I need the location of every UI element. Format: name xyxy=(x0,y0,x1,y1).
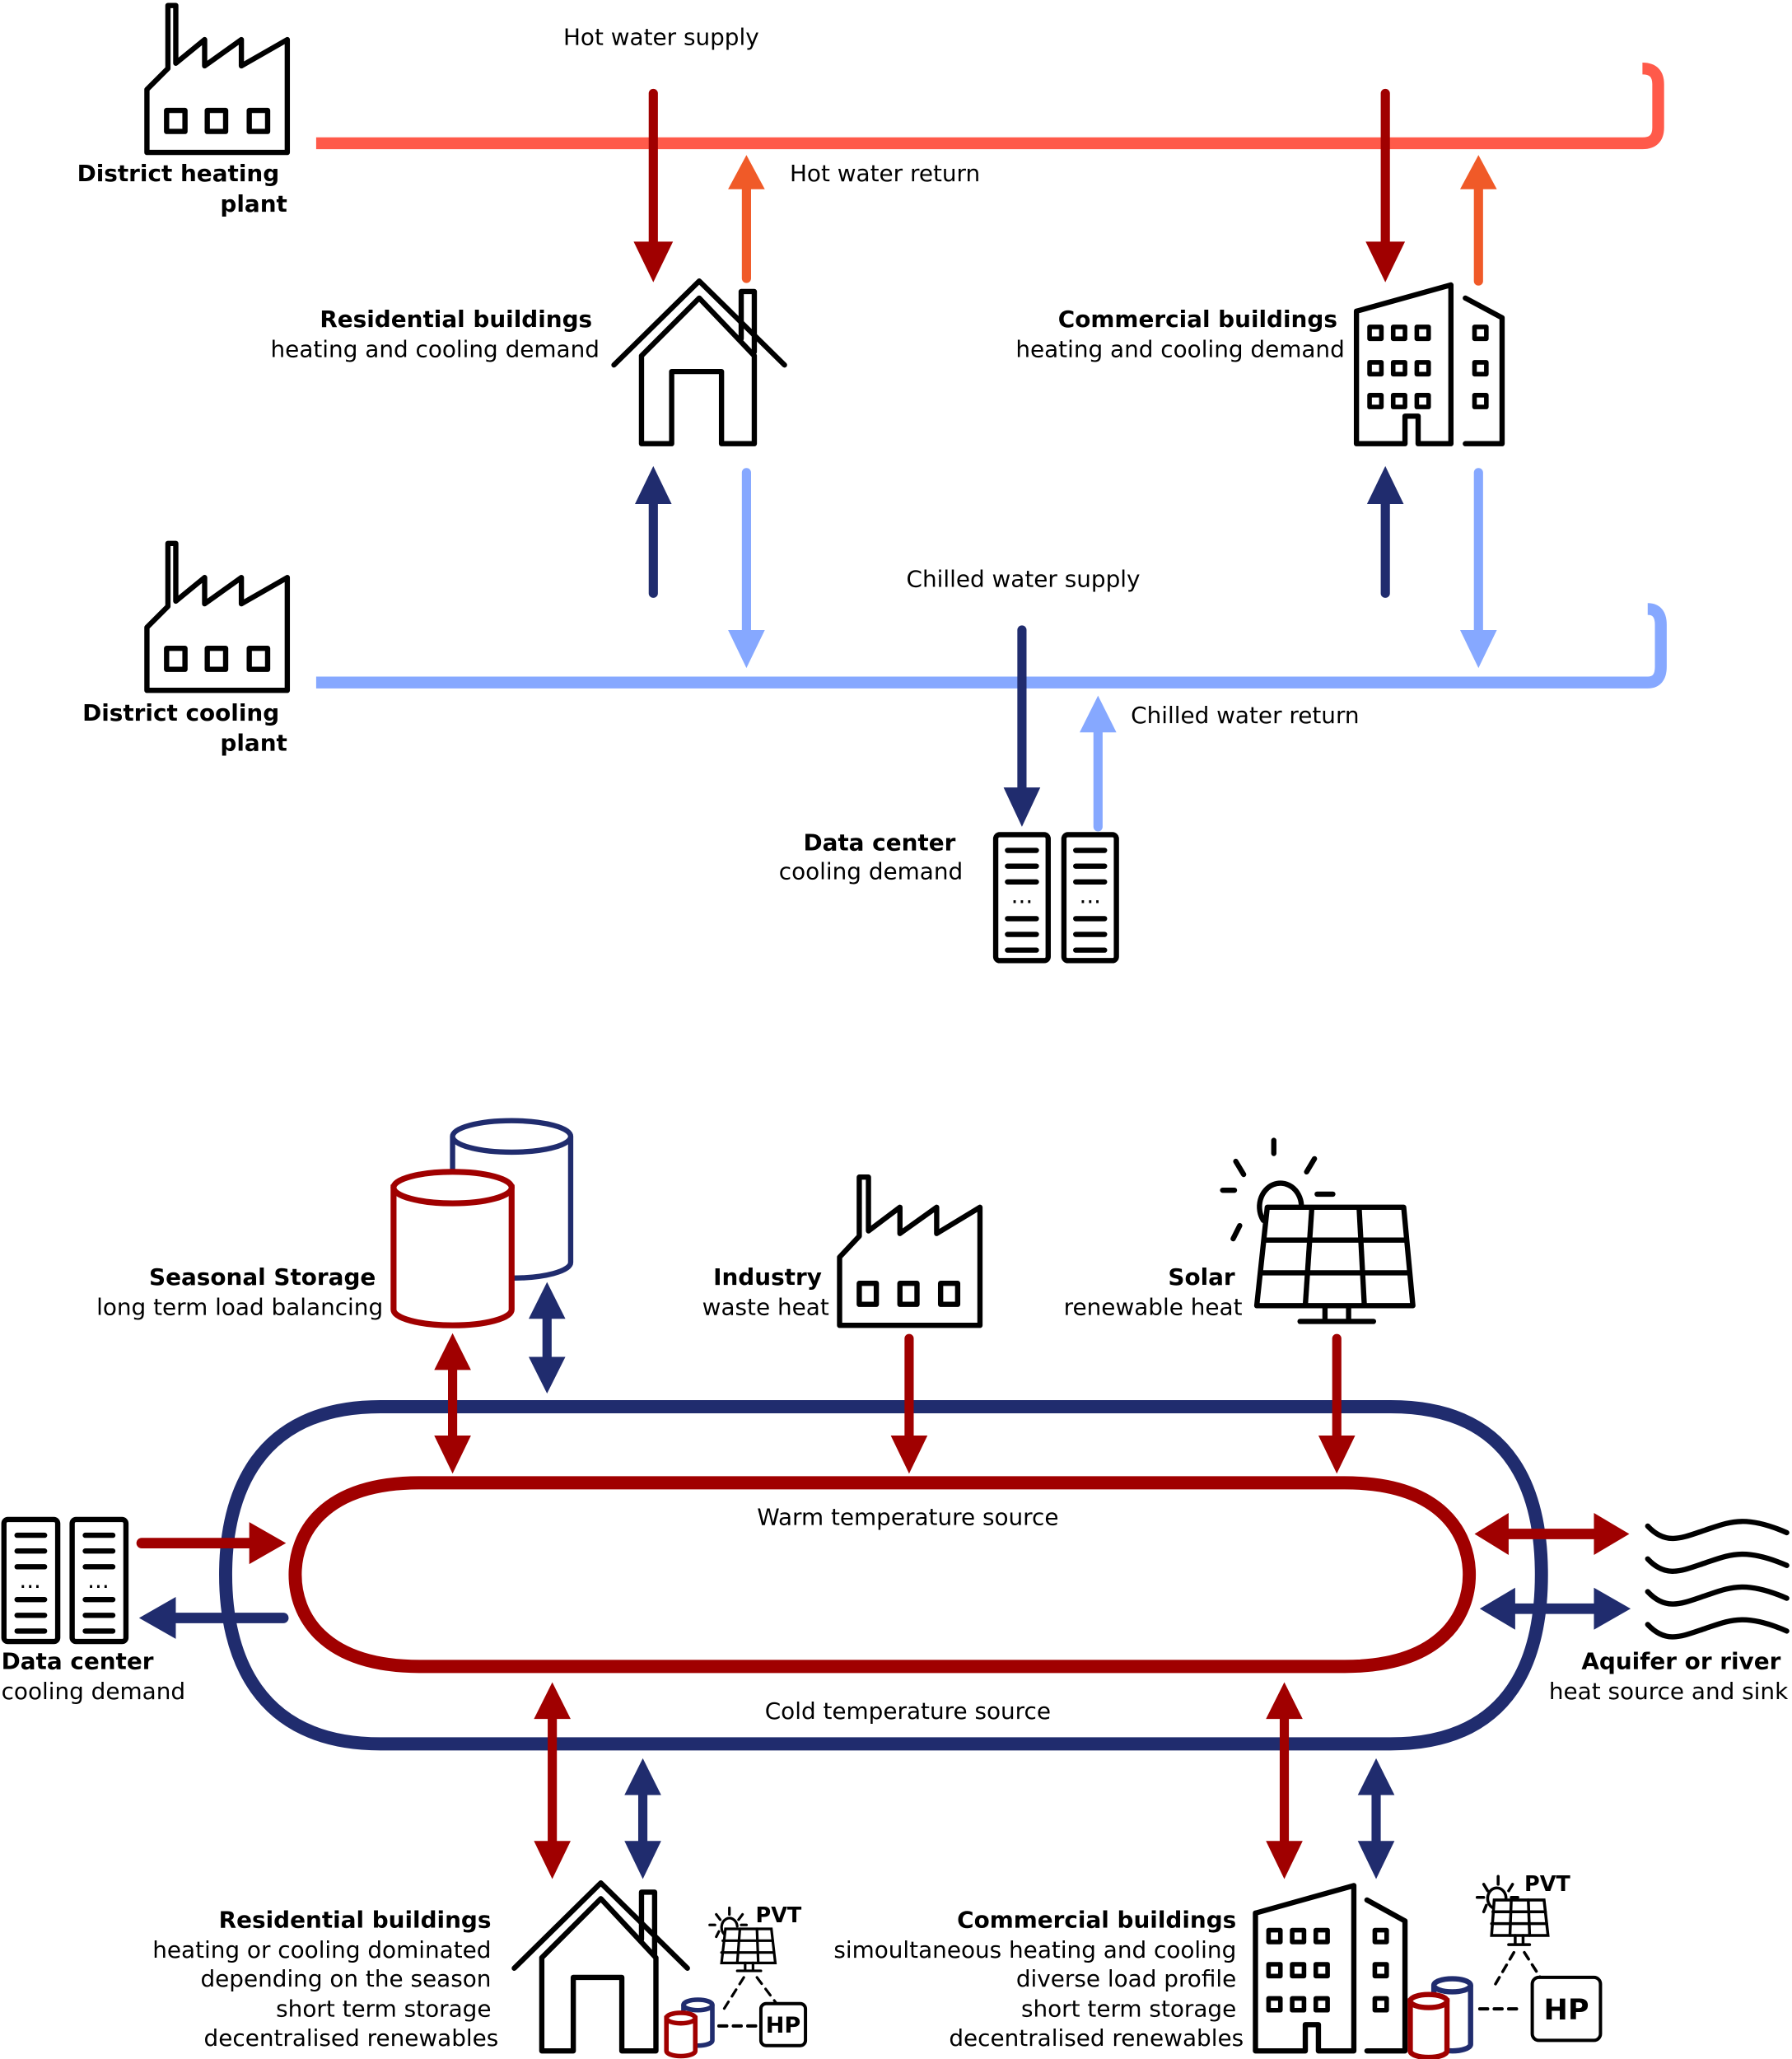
industry-factory-icon xyxy=(837,1174,983,1328)
datacenter-cooling-arrow xyxy=(138,1596,289,1639)
chilled-water-return-label: Chilled water return xyxy=(1131,702,1359,729)
solar-panel-icon xyxy=(1220,1137,1416,1324)
house-icon-bottom xyxy=(511,1880,690,2054)
hot-water-loop xyxy=(315,62,1664,150)
residential-chilled-supply-arrow xyxy=(634,465,672,598)
commercial-pvt-icon: PVT HP xyxy=(1475,1872,1603,2043)
cold-temperature-loop xyxy=(219,1400,1548,1751)
commercial-chilled-return-arrow xyxy=(1459,468,1497,669)
solar-heat-arrow xyxy=(1318,1333,1356,1474)
svg-text:...: ... xyxy=(19,1566,41,1594)
heating-plant-icon-fix xyxy=(144,2,291,156)
svg-text:HP: HP xyxy=(766,2013,801,2038)
seasonal-storage-label: Seasonal Storage long term load balancin… xyxy=(96,1263,383,1321)
commercial-bottom-label: Commercial buildings simoultaneous heati… xyxy=(833,1906,1244,2051)
storage-hot-double-arrow xyxy=(434,1333,471,1474)
commercial-hot-return-arrow xyxy=(1459,155,1497,286)
commercial-bottom-hot-double-arrow xyxy=(1266,1682,1303,1879)
storage-tank-hot-icon xyxy=(390,1169,515,1328)
svg-text:...: ... xyxy=(1079,881,1101,908)
svg-text:PVT: PVT xyxy=(1524,1872,1570,1897)
house-icon xyxy=(611,278,787,446)
datacenter-bottom-label: Data center cooling demand xyxy=(2,1648,185,1706)
hot-water-return-label: Hot water return xyxy=(790,160,980,187)
industry-waste-heat-arrow xyxy=(890,1333,928,1474)
storage-cold-double-arrow xyxy=(528,1282,566,1394)
chilled-water-loop xyxy=(315,603,1667,689)
residential-hot-supply-arrow xyxy=(633,88,674,282)
industry-label: Industry waste heat xyxy=(702,1263,829,1321)
aquifer-double-arrow-cold xyxy=(1479,1587,1631,1630)
residential-bottom-label: Residential buildings heating or cooling… xyxy=(152,1906,498,2051)
office-building-icon xyxy=(1353,282,1505,446)
residential-bottom-cold-double-arrow xyxy=(624,1758,661,1879)
warm-source-label: Warm temperature source xyxy=(757,1503,1058,1530)
server-rack-icon-bottom: ... ... xyxy=(1,1516,129,1645)
residential-bottom-hot-double-arrow xyxy=(534,1682,571,1879)
office-building-icon-bottom xyxy=(1253,1883,1408,2054)
residential-pvt-icon: PVT HP xyxy=(708,1903,808,2047)
residential-chilled-return-arrow xyxy=(728,468,765,669)
hot-water-supply-label: Hot water supply xyxy=(563,23,759,50)
commercial-top-label: Commercial buildings heating and cooling… xyxy=(1015,306,1344,363)
aquifer-double-arrow-hot xyxy=(1474,1513,1630,1555)
cold-source-label: Cold temperature source xyxy=(765,1697,1051,1725)
chilled-water-return-pipe xyxy=(315,603,1667,689)
heating-plant-label: District heating plant xyxy=(77,160,287,217)
residential-mini-storage-icon xyxy=(664,1997,715,2059)
residential-hot-return-arrow xyxy=(728,155,765,283)
svg-text:PVT: PVT xyxy=(756,1903,802,1928)
hot-water-return-pipe xyxy=(315,62,1664,150)
commercial-bottom-cold-double-arrow xyxy=(1357,1758,1395,1879)
svg-text:...: ... xyxy=(87,1566,110,1594)
datacenter-waste-heat-arrow xyxy=(136,1522,287,1565)
solar-label: Solar renewable heat xyxy=(1064,1263,1243,1321)
svg-text:...: ... xyxy=(1011,881,1034,908)
svg-text:HP: HP xyxy=(1544,1993,1589,2027)
chilled-water-supply-label: Chilled water supply xyxy=(907,565,1141,592)
datacenter-chilled-return-arrow xyxy=(1080,695,1117,832)
water-waves-icon xyxy=(1645,1519,1790,1640)
cooling-plant-factory-icon xyxy=(144,540,291,693)
commercial-chilled-supply-arrow xyxy=(1366,465,1404,598)
datacenter-chilled-supply-arrow xyxy=(1003,625,1041,827)
server-rack-icon: ... ... xyxy=(992,832,1119,964)
aquifer-label: Aquifer or river heat source and sink xyxy=(1549,1648,1789,1706)
cooling-plant-label: District cooling plant xyxy=(82,699,287,757)
commercial-mini-storage-icon xyxy=(1407,1976,1473,2059)
datacenter-top-label: Data center cooling demand xyxy=(779,829,963,885)
commercial-hot-supply-arrow xyxy=(1365,88,1406,282)
residential-top-label: Residential buildings heating and coolin… xyxy=(271,306,600,363)
warm-temperature-loop xyxy=(288,1476,1477,1674)
